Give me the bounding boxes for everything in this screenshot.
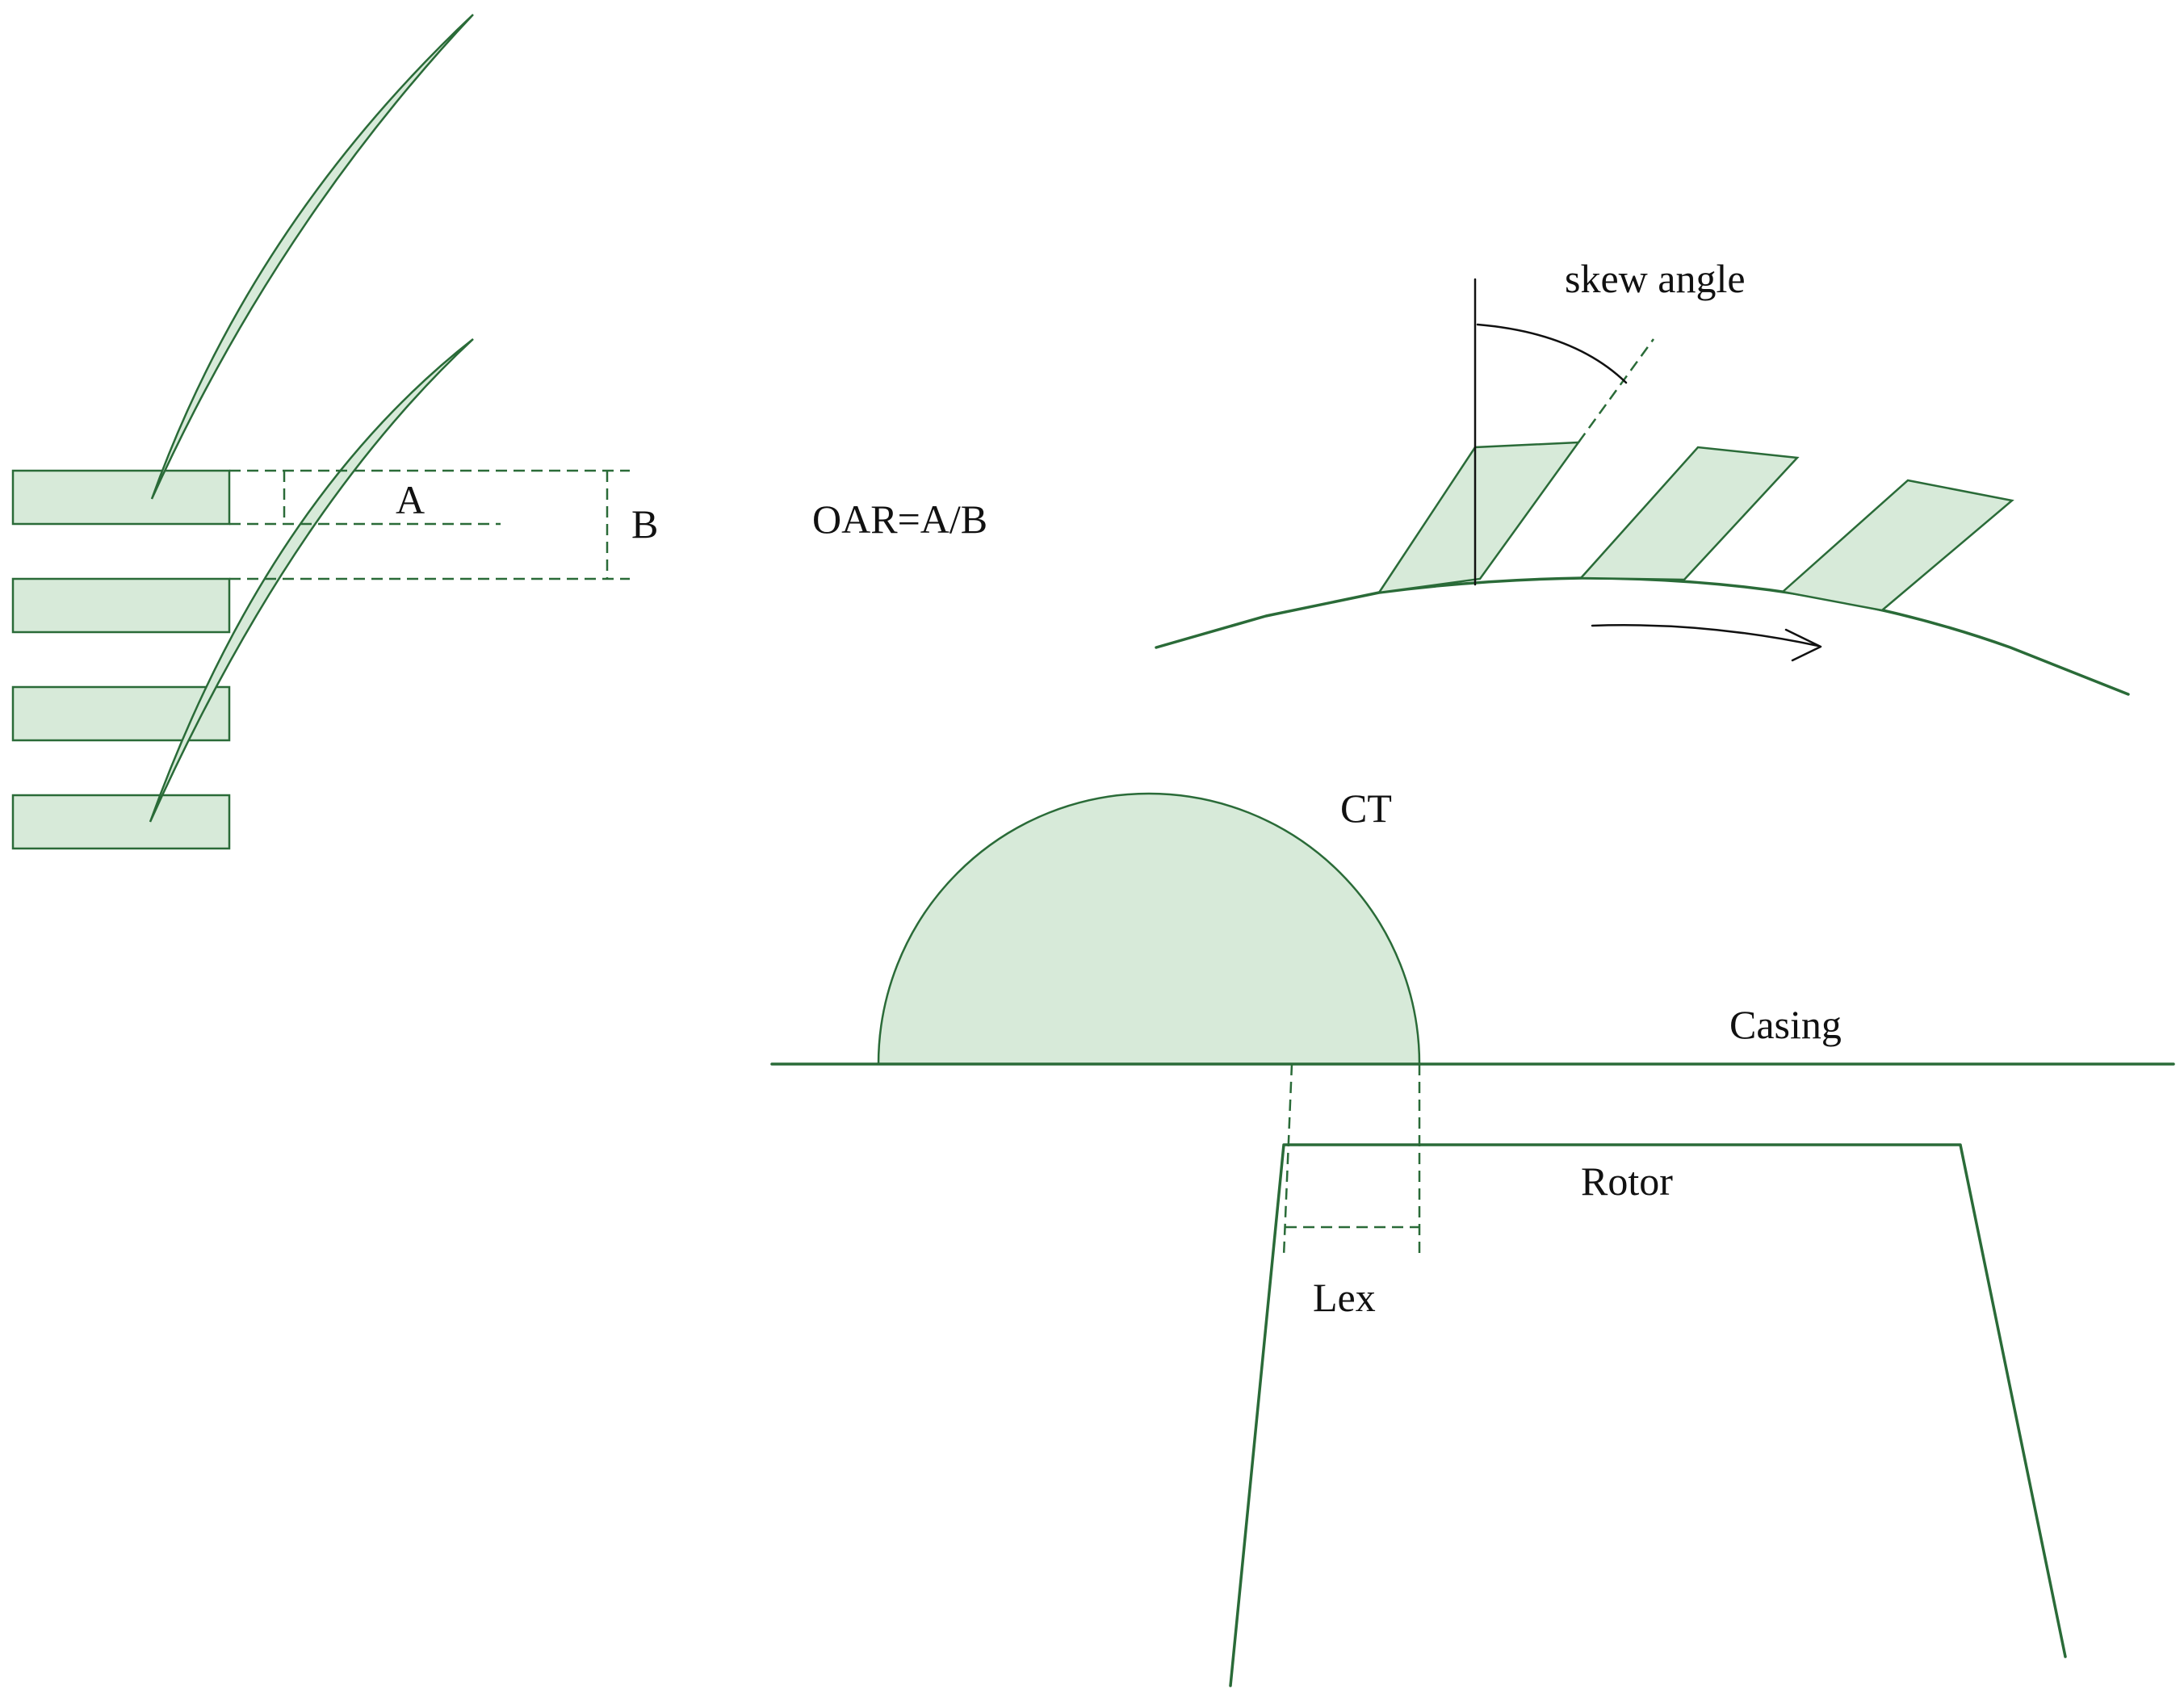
skewed-blade-1 <box>1377 441 1581 594</box>
ct-groove <box>877 792 1421 1066</box>
hub-arc <box>1155 576 2130 696</box>
label-casing: Casing <box>1729 1002 1842 1047</box>
slot-2 <box>11 577 231 634</box>
label-rotor: Rotor <box>1581 1159 1673 1204</box>
label-skew-angle: skew angle <box>1565 256 1746 301</box>
rotation-arrowhead <box>1784 628 1822 662</box>
skew-angle-arc <box>1476 323 1628 384</box>
casing-treatment-panel: CT Casing Rotor Lex <box>770 786 2175 1687</box>
skewed-blade-3 <box>1780 479 2014 612</box>
slot-4 <box>11 794 231 850</box>
rotor-blade-outline <box>1229 1143 2067 1687</box>
label-ct: CT <box>1340 786 1392 831</box>
label-b: B <box>631 501 658 547</box>
blade-upper <box>150 14 474 500</box>
blade-lower <box>149 338 474 823</box>
label-a: A <box>396 477 425 522</box>
skew-direction-line <box>1577 338 1655 443</box>
rotation-arrow <box>1591 624 1820 647</box>
oar-panel: A B <box>11 14 658 850</box>
skewed-blade-2 <box>1578 446 1800 581</box>
slot-1 <box>11 469 231 526</box>
lex-left-line <box>1282 1063 1293 1257</box>
oar-formula: OAR=A/B <box>812 497 987 542</box>
skew-panel: skew angle <box>1155 256 2130 696</box>
label-lex: Lex <box>1313 1275 1376 1320</box>
